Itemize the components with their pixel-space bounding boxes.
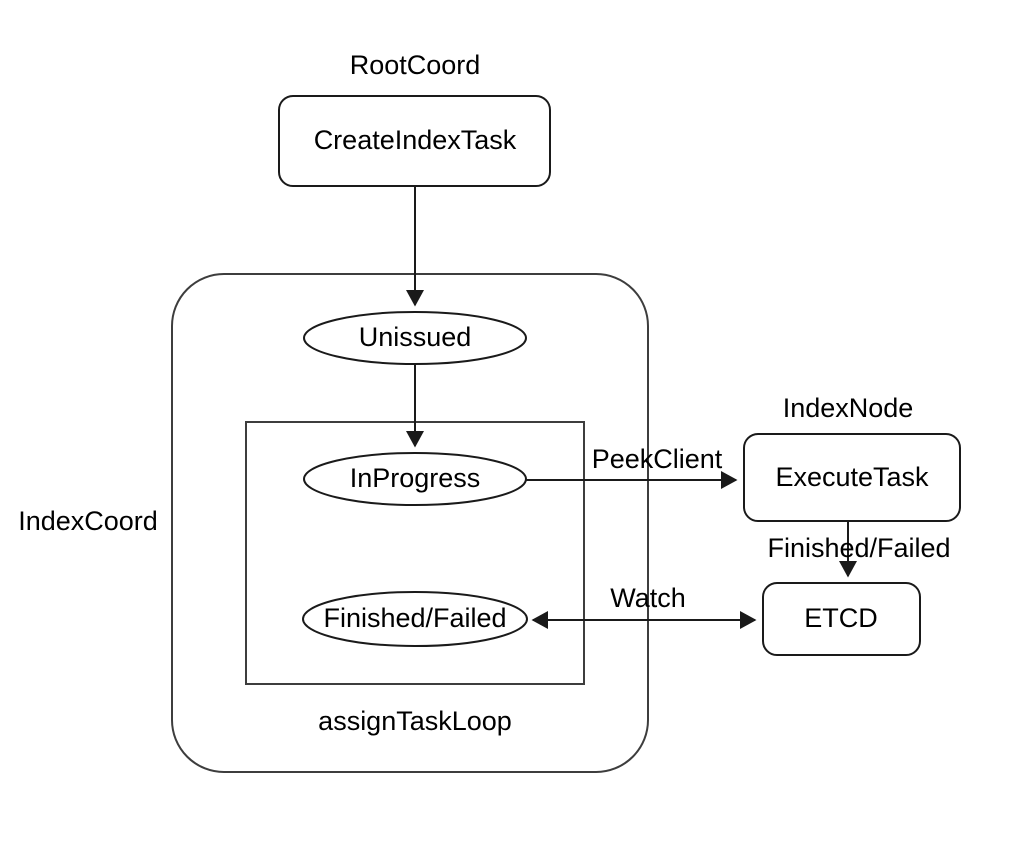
- node-create-index-task-shape[interactable]: [278, 95, 551, 187]
- node-etcd-label: ETCD: [804, 603, 878, 633]
- node-inprogress-label: InProgress: [350, 463, 481, 493]
- node-create-index-task[interactable]: CreateIndexTask: [278, 95, 551, 187]
- edge-label-finished-failed: Finished/Failed: [767, 533, 950, 563]
- node-unissued-label: Unissued: [359, 322, 472, 352]
- node-etcd[interactable]: ETCD: [762, 582, 921, 656]
- node-inprogress-shape[interactable]: [303, 452, 527, 506]
- group-rootcoord-label: RootCoord: [350, 50, 481, 80]
- node-unissued-shape[interactable]: [303, 311, 527, 365]
- node-etcd-shape[interactable]: [762, 582, 921, 656]
- node-execute-task-shape[interactable]: [743, 433, 961, 522]
- node-finished-failed-state-label: Finished/Failed: [323, 603, 506, 633]
- group-indexnode-label: IndexNode: [783, 393, 914, 423]
- group-indexcoord-label: IndexCoord: [18, 506, 158, 536]
- node-finished-failed-state-shape[interactable]: [302, 591, 528, 647]
- node-unissued[interactable]: Unissued: [303, 311, 527, 365]
- group-assigntaskloop-label: assignTaskLoop: [318, 706, 512, 736]
- group-indexcoord-boundary: [171, 273, 649, 773]
- node-execute-task[interactable]: ExecuteTask: [743, 433, 961, 522]
- edge-label-watch: Watch: [610, 583, 686, 613]
- node-execute-task-label: ExecuteTask: [775, 462, 929, 492]
- node-create-index-task-label: CreateIndexTask: [314, 125, 517, 155]
- node-inprogress[interactable]: InProgress: [303, 452, 527, 506]
- node-finished-failed-state[interactable]: Finished/Failed: [302, 591, 528, 647]
- edge-label-peekclient: PeekClient: [592, 444, 723, 474]
